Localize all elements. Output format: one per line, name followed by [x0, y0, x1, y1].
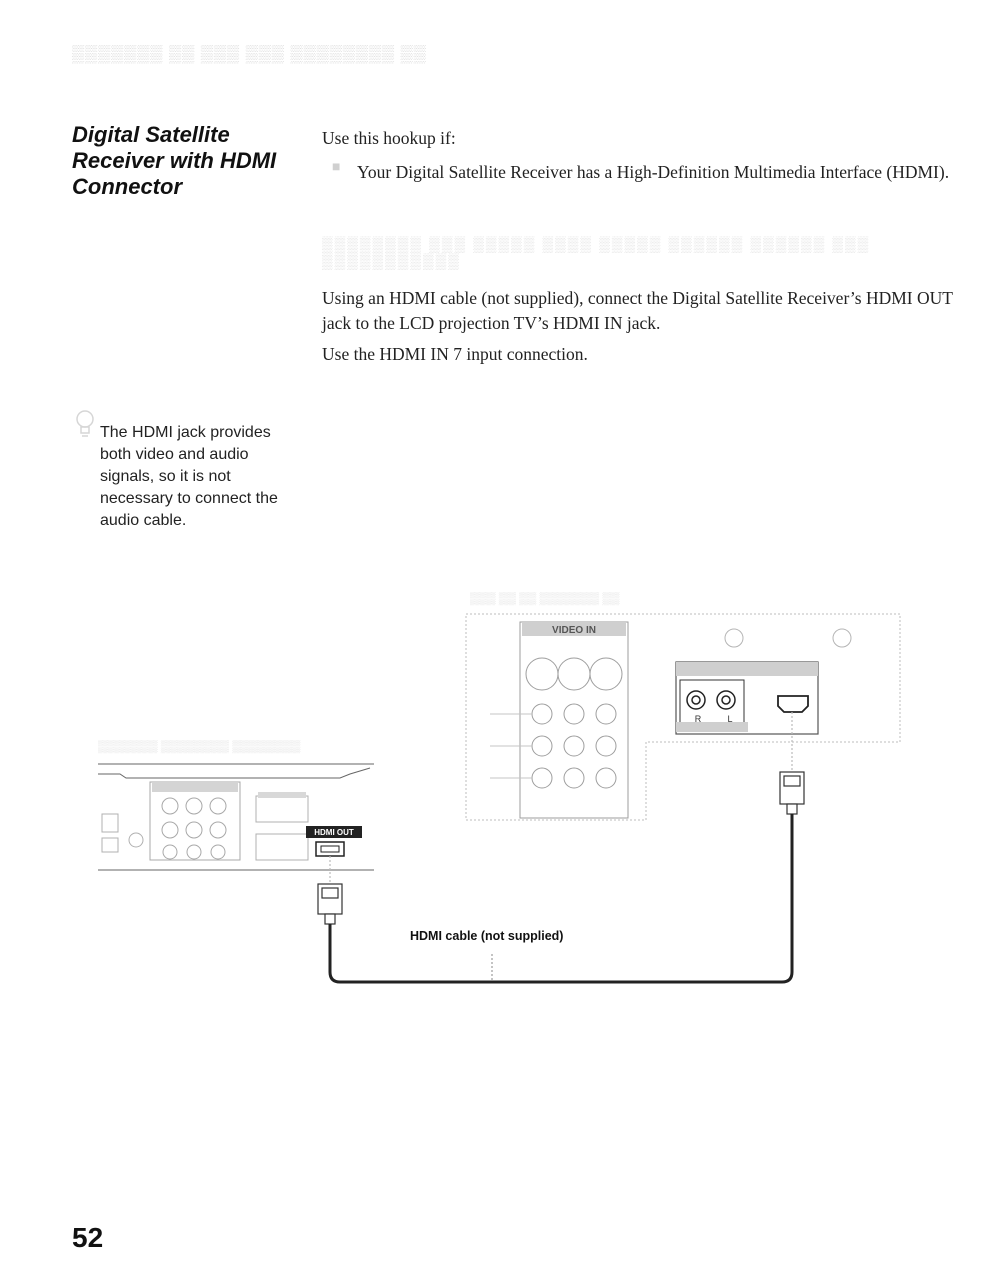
receiver-rear-panel: HDMI OUT	[98, 763, 374, 871]
page-number: 52	[72, 1222, 104, 1253]
receiver-faint-label: ▒▒▒▒▒▒▒ ▒▒▒▒▒▒▒▒ ▒▒▒▒▒▒▒▒	[98, 739, 301, 753]
connection-diagram: ▒▒▒ ▒▒ ▒▒ ▒▒▒▒▒▒▒ ▒▒ VIDEO IN	[98, 592, 901, 984]
hdmi-cable-label: HDMI cable (not supplied)	[410, 929, 564, 943]
tip-lightbulb-icon	[76, 410, 94, 437]
hdmi-cable	[328, 814, 794, 984]
tv-video-in-block: VIDEO IN	[490, 621, 629, 819]
tv-hdmi-in-block: R L	[675, 661, 819, 735]
tv-audio-l-label: L	[727, 714, 732, 724]
tv-audio-r-label: R	[695, 714, 702, 724]
section-title: Digital Satellite Receiver with HDMI Con…	[72, 122, 277, 199]
bullet-text: Your Digital Satellite Receiver has a Hi…	[357, 162, 950, 182]
vhf-uhf-connector-icon	[724, 628, 744, 648]
tv-faint-label: ▒▒▒ ▒▒ ▒▒ ▒▒▒▒▒▒▒ ▒▒	[470, 592, 620, 605]
instruction-paragraph: Using an HDMI cable (not supplied), conn…	[322, 288, 953, 333]
running-header: ▒▒▒▒▒▒▒ ▒▒ ▒▒▒ ▒▒▒ ▒▒▒▒▒▒▒▒ ▒▒	[72, 44, 427, 63]
tip-text: The HDMI jack provides both video and au…	[100, 424, 278, 529]
tv-video-in-label: VIDEO IN	[552, 625, 596, 636]
receiver-hdmi-plug	[317, 856, 343, 925]
bullet-icon: ■	[332, 160, 341, 175]
intro-text: Use this hookup if:	[322, 128, 456, 148]
input-paragraph: Use the HDMI IN 7 input connection.	[322, 344, 588, 364]
cable-connector-icon	[832, 628, 852, 648]
receiver-hdmi-out-label: HDMI OUT	[314, 828, 354, 837]
tv-rear-panel	[465, 613, 901, 821]
faint-note: ▒▒▒▒▒▒▒▒ ▒▒▒ ▒▒▒▒▒ ▒▒▒▒ ▒▒▒▒▒ ▒▒▒▒▒▒ ▒▒▒…	[322, 236, 871, 270]
tv-hdmi-plug	[779, 712, 805, 815]
